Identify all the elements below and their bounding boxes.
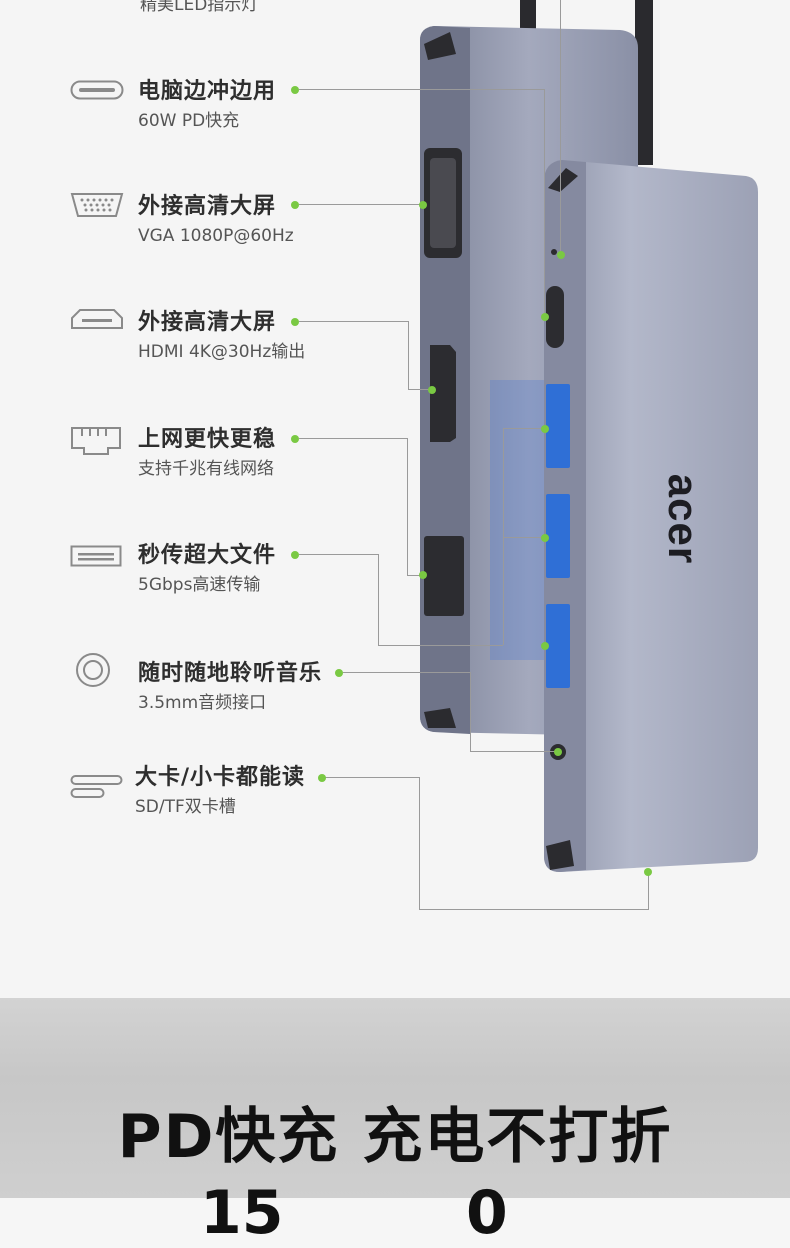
indicator-dot bbox=[644, 868, 652, 876]
feature-title: 随时随地聆听音乐 bbox=[138, 661, 323, 686]
indicator-dot bbox=[291, 318, 299, 326]
feature-subtitle: 支持千兆有线网络 bbox=[138, 459, 274, 479]
feature-title: 大卡/小卡都能读 bbox=[135, 765, 306, 790]
feature-usb: 秒传超大文件 5Gbps高速传输 bbox=[138, 543, 276, 595]
feature-hdmi: 外接高清大屏 HDMI 4K@30Hz输出 bbox=[138, 310, 305, 362]
card-slot-icon bbox=[70, 775, 123, 798]
feature-subtitle: HDMI 4K@30Hz输出 bbox=[138, 342, 306, 362]
feature-pd-charging: 电脑边冲边用 60W PD快充 bbox=[138, 79, 276, 131]
ethernet-port-icon bbox=[71, 427, 121, 455]
led-indicator-label: 精美LED指示灯 bbox=[140, 0, 259, 15]
indicator-dot bbox=[541, 313, 549, 321]
feature-card-reader: 大卡/小卡都能读 SD/TF双卡槽 bbox=[135, 765, 305, 817]
indicator-dot bbox=[541, 642, 549, 650]
feature-title: 上网更快更稳 bbox=[138, 427, 277, 452]
usb-hub-product-image bbox=[420, 0, 758, 872]
usb-c-port-icon bbox=[70, 80, 124, 100]
banner-number-right: 0 bbox=[466, 1178, 508, 1248]
banner-number-left: 15 bbox=[200, 1178, 284, 1248]
indicator-dot bbox=[541, 534, 549, 542]
feature-vga: 外接高清大屏 VGA 1080P@60Hz bbox=[138, 194, 294, 246]
indicator-dot bbox=[291, 435, 299, 443]
product-feature-section: 精美LED指示灯 电脑边冲边用 60W PD快充 外接高 bbox=[70, 0, 758, 910]
indicator-dot bbox=[291, 201, 299, 209]
vga-port-icon bbox=[70, 193, 124, 217]
brand-logo: acer bbox=[660, 473, 708, 565]
feature-title: 电脑边冲边用 bbox=[138, 79, 277, 104]
feature-subtitle: 3.5mm音频接口 bbox=[138, 693, 267, 713]
feature-subtitle: 60W PD快充 bbox=[138, 111, 240, 131]
banner-headline: PD快充 充电不打折 bbox=[117, 1102, 673, 1172]
feature-ethernet: 上网更快更稳 支持千兆有线网络 bbox=[138, 427, 276, 479]
feature-audio: 随时随地聆听音乐 3.5mm音频接口 bbox=[138, 661, 322, 713]
indicator-dot bbox=[335, 669, 343, 677]
feature-title: 外接高清大屏 bbox=[138, 310, 277, 335]
hdmi-port-icon bbox=[71, 309, 123, 329]
feature-subtitle: VGA 1080P@60Hz bbox=[138, 226, 294, 246]
feature-title: 外接高清大屏 bbox=[138, 194, 277, 219]
indicator-dot bbox=[291, 551, 299, 559]
indicator-dot bbox=[554, 748, 562, 756]
indicator-dot bbox=[557, 251, 565, 259]
pd-charging-banner: PD快充 充电不打折 15 0 bbox=[0, 998, 790, 1248]
usb-a-port-icon bbox=[70, 545, 122, 567]
indicator-dot bbox=[318, 774, 326, 782]
feature-subtitle: 5Gbps高速传输 bbox=[138, 575, 261, 595]
feature-title: 秒传超大文件 bbox=[138, 543, 277, 568]
indicator-dot bbox=[419, 201, 427, 209]
indicator-dot bbox=[428, 386, 436, 394]
feature-subtitle: SD/TF双卡槽 bbox=[135, 797, 236, 817]
audio-jack-icon bbox=[76, 653, 110, 687]
indicator-dot bbox=[291, 86, 299, 94]
indicator-dot bbox=[541, 425, 549, 433]
indicator-dot bbox=[419, 571, 427, 579]
